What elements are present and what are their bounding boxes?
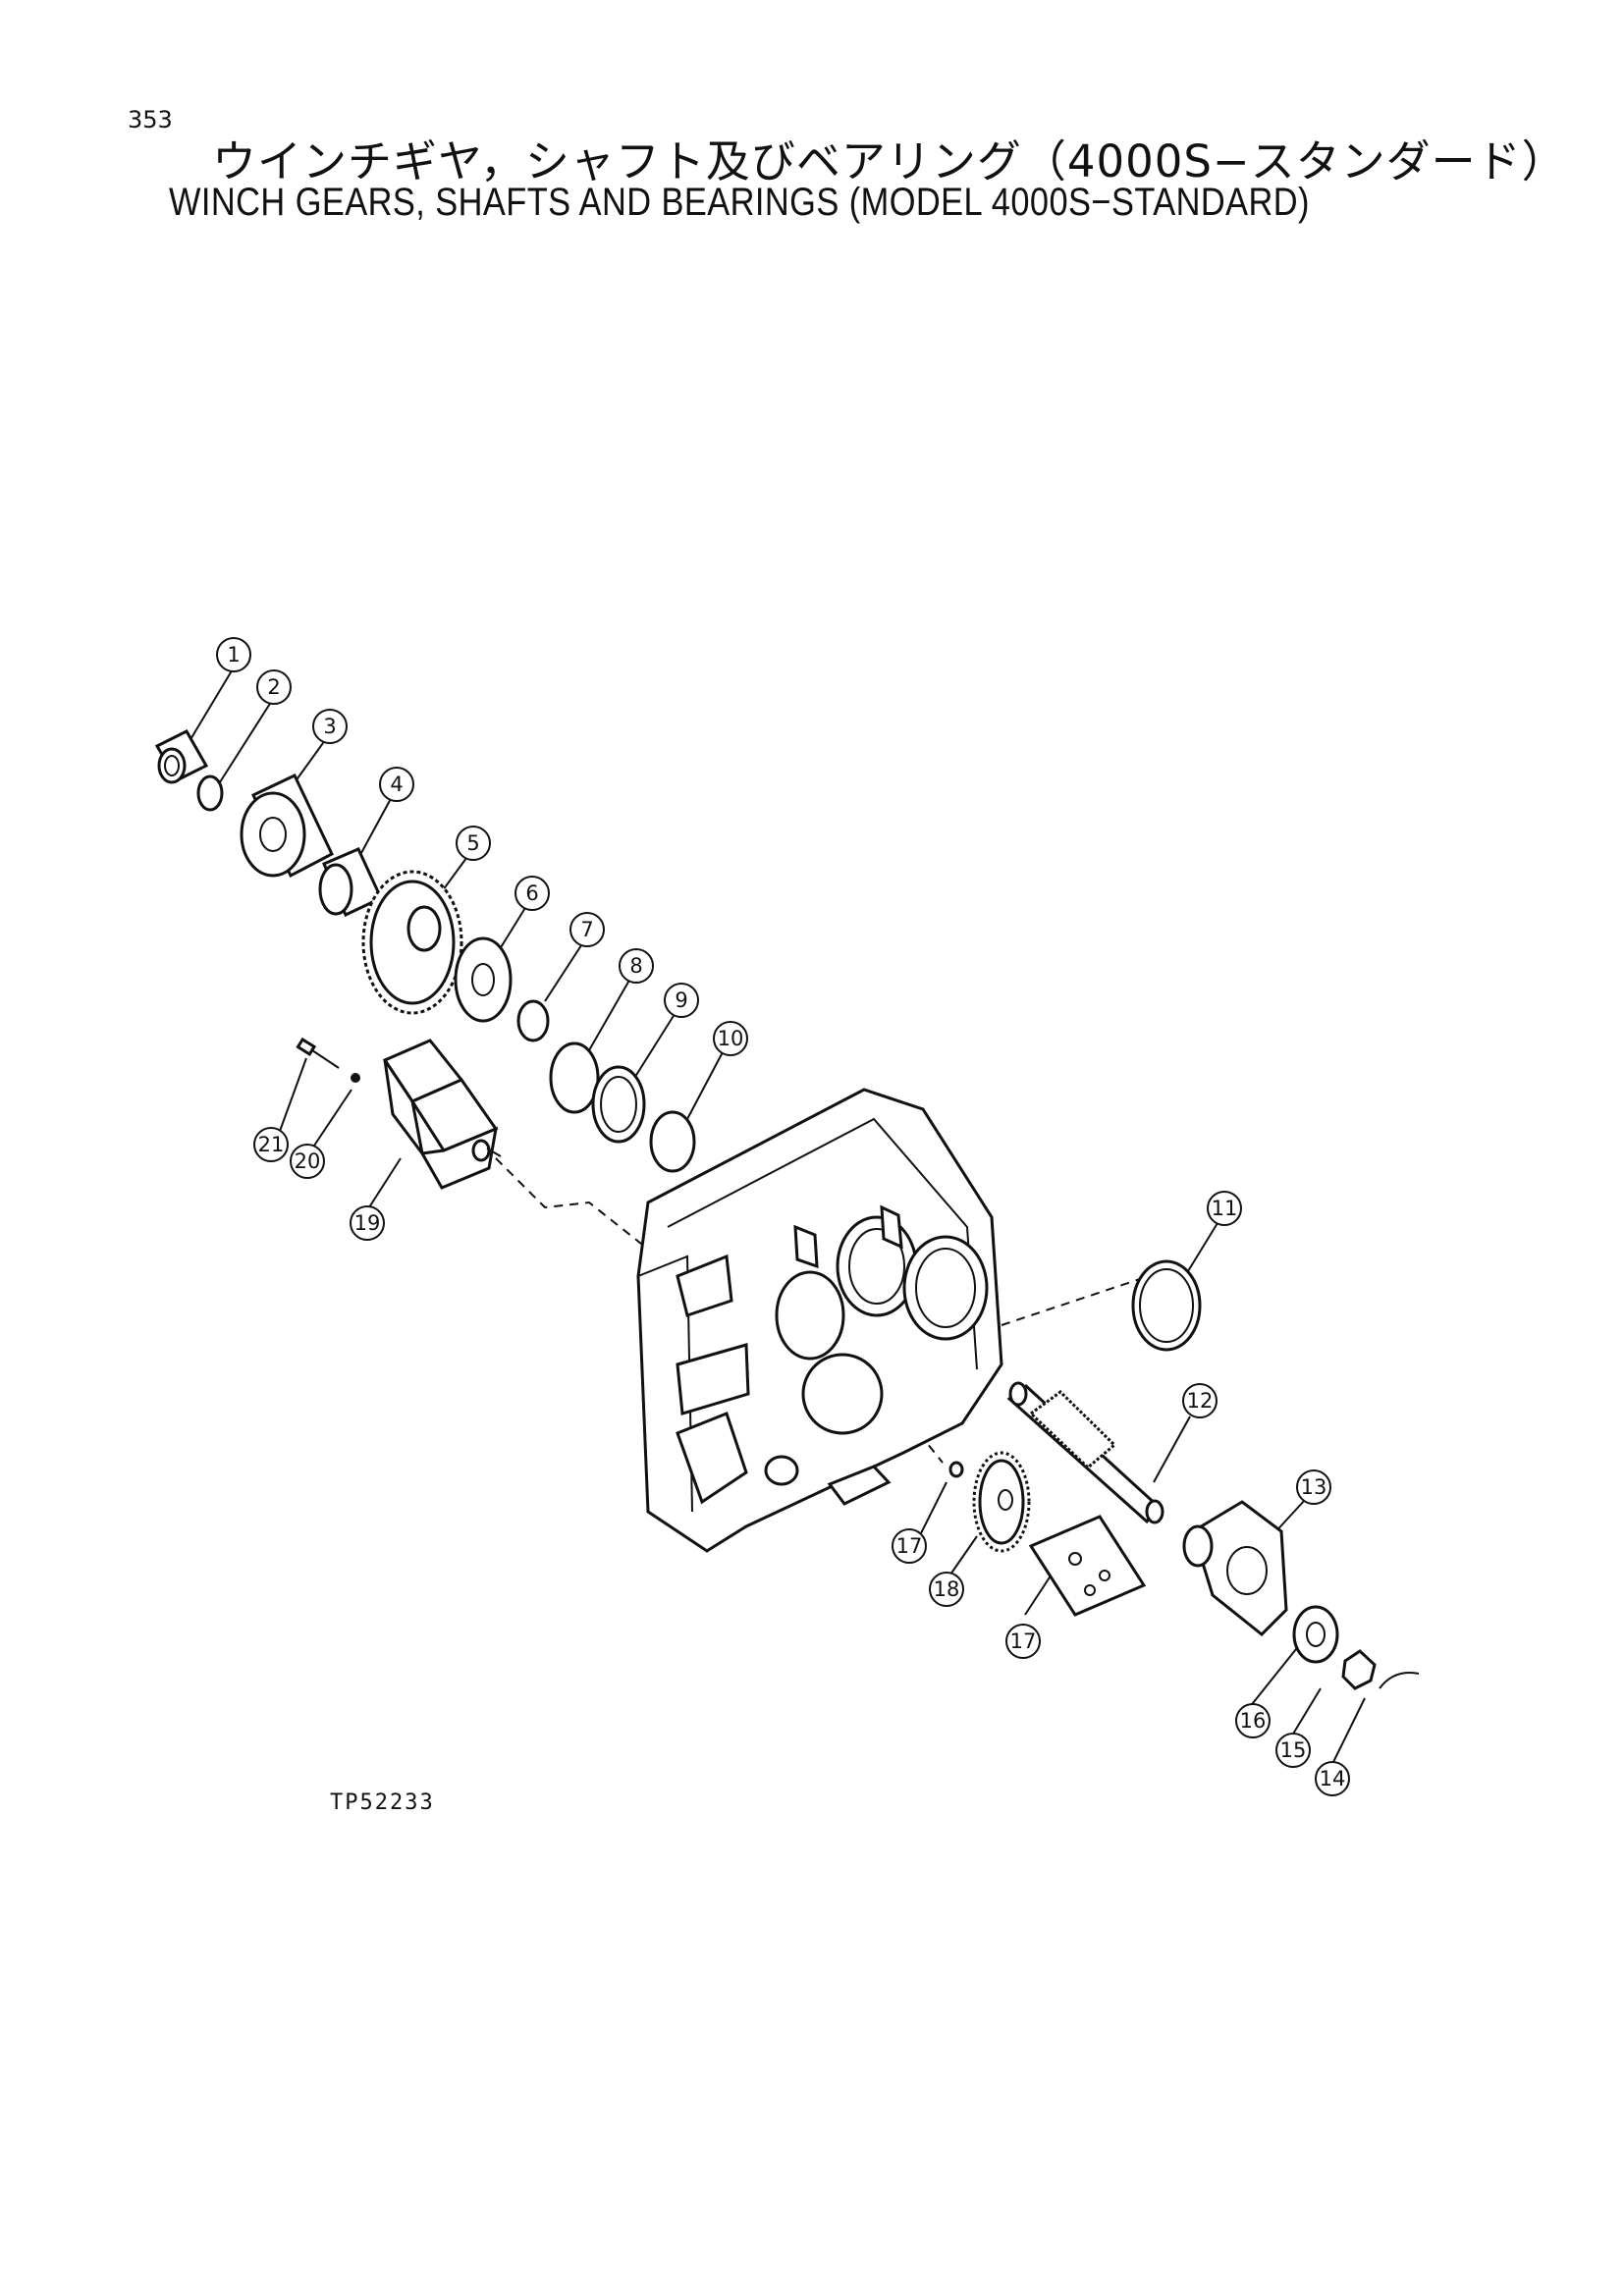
svg-text:2: 2 xyxy=(267,675,280,699)
svg-text:3: 3 xyxy=(323,715,336,738)
svg-text:9: 9 xyxy=(675,988,687,1012)
callout-17-kit: 17 xyxy=(1005,1624,1041,1659)
svg-text:6: 6 xyxy=(525,881,538,905)
part-washer xyxy=(351,1073,360,1083)
svg-text:16: 16 xyxy=(1240,1709,1267,1733)
svg-text:1: 1 xyxy=(227,643,240,667)
part-yoke xyxy=(1182,1500,1288,1637)
part-small-gear xyxy=(972,1451,1031,1553)
svg-text:12: 12 xyxy=(1187,1389,1214,1413)
svg-text:4: 4 xyxy=(390,773,403,796)
svg-text:11: 11 xyxy=(1212,1197,1238,1220)
page-number: 353 xyxy=(128,106,173,133)
callout-14: 14 xyxy=(1315,1761,1350,1796)
part-plug xyxy=(948,1461,964,1478)
svg-text:21: 21 xyxy=(258,1133,285,1156)
part-shaft xyxy=(1006,1381,1164,1524)
callout-9: 9 xyxy=(664,983,699,1018)
title-english: WINCH GEARS, SHAFTS AND BEARINGS (MODEL … xyxy=(169,181,1310,224)
part-winch-housing xyxy=(636,1088,1003,1553)
part-bolt xyxy=(296,1037,340,1069)
part-bushing xyxy=(154,729,209,784)
svg-text:19: 19 xyxy=(354,1211,381,1235)
callout-20: 20 xyxy=(290,1144,325,1179)
svg-text:20: 20 xyxy=(295,1149,321,1173)
callout-4: 4 xyxy=(379,767,414,802)
part-seal-ring xyxy=(1131,1259,1202,1352)
callout-8: 8 xyxy=(619,948,654,984)
part-motor xyxy=(382,1039,502,1190)
svg-text:7: 7 xyxy=(580,918,593,941)
svg-text:5: 5 xyxy=(466,831,479,855)
part-kit-sheet xyxy=(1028,1515,1147,1617)
part-gear xyxy=(361,870,463,1015)
svg-text:18: 18 xyxy=(934,1577,960,1601)
callout-2: 2 xyxy=(256,669,292,705)
svg-text:15: 15 xyxy=(1280,1738,1307,1762)
part-retaining-ring xyxy=(549,1041,600,1114)
svg-text:17: 17 xyxy=(1010,1629,1037,1653)
callout-5: 5 xyxy=(456,826,491,861)
callout-10: 10 xyxy=(713,1021,748,1056)
callout-11: 11 xyxy=(1207,1191,1242,1226)
part-snap-ring xyxy=(196,774,224,812)
callout-13: 13 xyxy=(1296,1469,1331,1505)
part-o-ring xyxy=(649,1110,696,1173)
part-cotter-pin xyxy=(1379,1672,1420,1689)
svg-text:17: 17 xyxy=(896,1534,923,1558)
part-spacer xyxy=(454,936,513,1023)
title-japanese: ウインチギヤ，シャフト及びベアリング（4000S−スタンダード） xyxy=(212,135,1567,187)
callout-17-plug: 17 xyxy=(892,1528,927,1564)
callout-1: 1 xyxy=(216,637,251,672)
callout-7: 7 xyxy=(569,912,605,947)
figure-id: TP52233 xyxy=(330,1790,435,1815)
callout-18: 18 xyxy=(929,1572,964,1607)
part-bearing xyxy=(240,774,334,879)
callout-3: 3 xyxy=(312,709,348,744)
part-ring xyxy=(516,999,550,1042)
callout-16: 16 xyxy=(1235,1703,1271,1738)
callout-15: 15 xyxy=(1275,1733,1311,1768)
callout-21: 21 xyxy=(253,1127,289,1162)
part-castle-nut xyxy=(1341,1649,1377,1690)
svg-text:10: 10 xyxy=(718,1027,744,1050)
callout-6: 6 xyxy=(514,876,550,911)
svg-text:8: 8 xyxy=(629,954,642,978)
callout-12: 12 xyxy=(1182,1383,1218,1418)
svg-text:13: 13 xyxy=(1301,1475,1327,1499)
part-seal xyxy=(591,1065,646,1144)
callout-19: 19 xyxy=(350,1205,385,1241)
part-flat-washer xyxy=(1292,1605,1339,1664)
svg-text:14: 14 xyxy=(1320,1767,1346,1790)
